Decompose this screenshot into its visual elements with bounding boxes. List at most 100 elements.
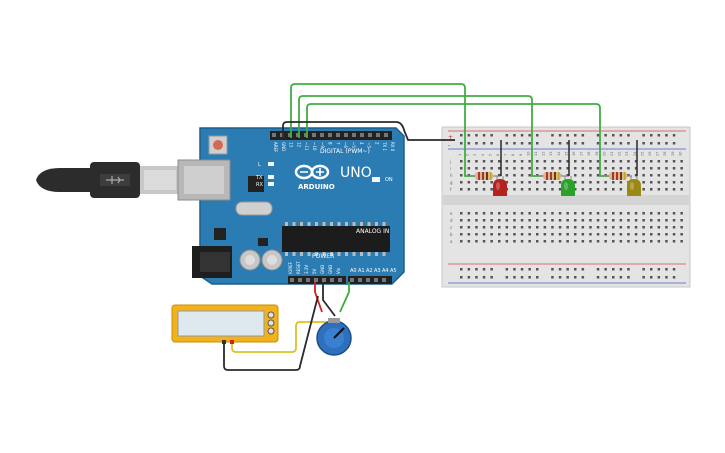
digital-pin-label: 12	[296, 142, 301, 148]
regulator	[214, 228, 226, 240]
column-number: 8	[511, 154, 515, 156]
column-number: 4	[481, 153, 485, 156]
power-pin-label: RESET	[296, 261, 301, 274]
digital-pin-label: ~3	[367, 142, 372, 148]
digital-pin-label: ~11	[304, 142, 309, 151]
column-number: 30	[678, 152, 682, 156]
digital-pin-label: 13	[289, 142, 294, 148]
row-letter: g	[450, 180, 453, 185]
column-number: 11	[534, 152, 538, 156]
analog-pin-label: A2	[366, 268, 373, 274]
resistor-red-led	[470, 172, 498, 180]
column-number: 25	[640, 152, 644, 156]
row-letter: d	[450, 218, 453, 223]
column-number: 15	[564, 152, 568, 156]
usb-chip	[248, 176, 264, 192]
resistor-green-led	[538, 172, 566, 180]
analog-pin-label: A1	[358, 268, 365, 274]
row-letter: b	[450, 232, 453, 237]
on-led-label: ON	[385, 177, 393, 183]
probe-port-icon[interactable]	[267, 327, 275, 335]
analog-pin-label: A3	[374, 268, 381, 274]
power-header-label: POWER	[312, 253, 334, 260]
digital-pin-label: ~5	[351, 142, 356, 148]
led-red	[493, 176, 507, 196]
digital-pin-label: GND	[281, 142, 286, 151]
probe-port-icon[interactable]	[267, 311, 275, 319]
column-number: 22	[618, 152, 622, 156]
power-pin-label: GND	[320, 265, 325, 274]
wire-pot-meter-yellow	[231, 321, 332, 353]
digital-pin-label: 7	[335, 142, 340, 145]
column-number: 28	[663, 152, 667, 156]
power-pin-label: IOREF	[288, 261, 293, 274]
multimeter[interactable]	[171, 304, 279, 344]
led-green	[561, 176, 575, 196]
column-number: 19	[595, 152, 599, 156]
multimeter-display	[177, 310, 265, 337]
digital-pin-label: RX 0	[390, 142, 395, 152]
column-number: 13	[549, 152, 553, 156]
analog-pin-label: A5	[390, 268, 397, 274]
digital-pin-label: 2	[374, 142, 379, 145]
column-number: 26	[648, 152, 652, 156]
row-letter: e	[450, 211, 453, 216]
resistor-yellow-led	[604, 172, 632, 180]
rail-plus-label: +	[448, 134, 453, 141]
microcontroller-chip	[282, 226, 390, 252]
model-label: UNO	[340, 165, 372, 181]
crystal	[235, 201, 273, 216]
rx-led	[268, 182, 274, 186]
column-number: 6	[496, 154, 500, 156]
wire-5v-red	[314, 282, 323, 313]
wire-gnd-black	[322, 282, 336, 317]
row-letter: c	[450, 225, 452, 230]
on-led	[372, 177, 380, 182]
tx-led	[268, 175, 274, 179]
arduino-board: ARDUINO UNO DIGITAL (PWM~) ANALOG IN POW…	[177, 127, 405, 285]
potentiometer[interactable]	[316, 318, 352, 356]
l-led	[268, 162, 274, 166]
l-led-label: L	[258, 162, 261, 168]
brand-label: ARDUINO	[298, 183, 335, 191]
column-number: 23	[625, 152, 629, 156]
wire-gnd-breadboard	[282, 121, 455, 141]
wire-pin-11-green-led	[298, 95, 546, 177]
rail-minus-label: -	[448, 142, 450, 149]
digital-header-label: DIGITAL (PWM~)	[320, 148, 370, 155]
arduino-logo	[294, 164, 330, 180]
power-pin-label: Vin	[336, 267, 341, 274]
column-number: 20	[602, 152, 606, 156]
column-number: 10	[526, 152, 530, 156]
column-number: 29	[671, 152, 675, 156]
row-letter: i	[450, 166, 451, 171]
wire-a0-green	[339, 282, 350, 313]
column-number: 14	[557, 151, 561, 156]
digital-pin-label: ~10	[312, 142, 317, 151]
column-number: 24	[633, 151, 637, 156]
analog-pin-label: A4	[382, 268, 389, 274]
column-number: 5	[488, 154, 492, 156]
column-number: 3	[473, 154, 477, 156]
row-letter: f	[450, 187, 452, 192]
power-pin-label: 5V	[312, 268, 317, 274]
power-pin-label: GND	[328, 265, 333, 274]
led-yellow	[627, 176, 641, 196]
wire-pin-12-red-led	[290, 83, 476, 177]
digital-pin-label: 8	[328, 142, 333, 145]
probe-port-icon[interactable]	[267, 319, 275, 327]
column-number: 18	[587, 152, 591, 156]
digital-pin-label: 4	[359, 142, 364, 145]
tx-led-label: TX	[255, 175, 263, 181]
column-number: 21	[610, 152, 614, 156]
column-number: 9	[519, 154, 523, 156]
rx-led-label: RX	[256, 182, 263, 188]
column-number: 17	[580, 152, 584, 156]
column-number: 27	[656, 152, 660, 156]
analog-header-label: ANALOG IN	[356, 228, 389, 235]
digital-pin-label: ~6	[343, 142, 348, 148]
power-pin-label: 3.3V	[304, 265, 309, 274]
column-number: 16	[572, 152, 576, 156]
row-letter: a	[450, 239, 453, 244]
